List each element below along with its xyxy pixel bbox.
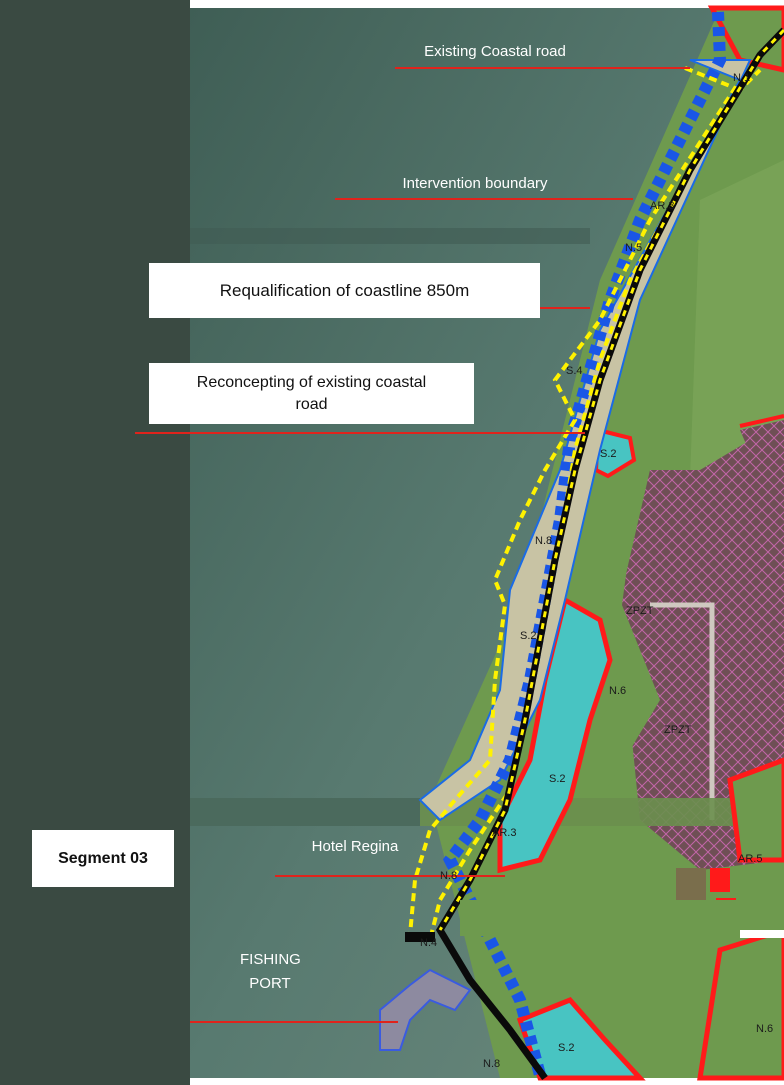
left-panel [0, 0, 190, 1085]
zone-label: S.2 [558, 1042, 575, 1054]
hatched-zone [620, 420, 784, 870]
label-requalification: Requalification of coastline 850m [149, 263, 540, 318]
hatched-zone-upper [740, 420, 784, 500]
zone-label: N.8 [440, 870, 458, 882]
port-band [190, 798, 420, 826]
zone-label: S.2 [600, 448, 617, 460]
bare-ground-patch [676, 868, 706, 902]
port-pier [405, 932, 435, 942]
marker-square-1 [710, 868, 730, 892]
label-existing-coastal-road: Existing Coastal road [424, 43, 566, 60]
zone-label: N.6 [609, 685, 627, 697]
zone-label: N.5 [625, 242, 643, 254]
zone-label: ZPZT [626, 605, 654, 617]
zone-top-right [707, 5, 784, 73]
label-fishing-port: FISHING PORT [240, 951, 301, 992]
label-segment: Segment 03 [32, 830, 174, 887]
zone-label: N.8 [535, 535, 553, 547]
zone-label: S.2 [520, 630, 537, 642]
coastal-road-dashes [438, 28, 784, 931]
zone-label: AR.3 [492, 827, 517, 839]
lower-green-band [460, 900, 784, 936]
zone-ar5 [727, 757, 784, 863]
lower-green-band-edge [740, 930, 784, 938]
intervention-boundary-line [407, 66, 762, 943]
label-hotel-regina: Hotel Regina [311, 838, 399, 855]
hatched-zone-outline [739, 414, 784, 428]
land-highlight [690, 160, 784, 500]
zpzt-boundary [650, 602, 715, 820]
label-intervention-boundary: Intervention boundary [402, 175, 548, 192]
green-corridor [560, 420, 660, 870]
zone-label: N.6 [756, 1023, 774, 1035]
zone-label: N.8 [483, 1058, 501, 1070]
label-reconcepting: Reconcepting of existing coastal road [149, 363, 474, 424]
zone-label: N.1 [733, 72, 751, 84]
fishing-port [379, 968, 472, 1051]
zone-s2-large [497, 596, 613, 874]
zone-label: AR.5 [738, 853, 763, 865]
zone-label: S.4 [566, 365, 583, 377]
zone-label: S.2 [549, 773, 566, 785]
building-blocks [442, 11, 727, 1077]
sea-band [190, 228, 590, 244]
zone-label: N.4 [420, 937, 438, 949]
zone-label: ZPZT [664, 724, 692, 736]
zone-label: AR.3 [650, 200, 675, 212]
